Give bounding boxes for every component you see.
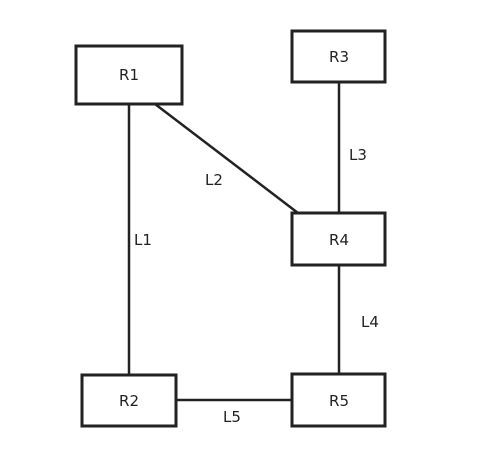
- node-label-r4: R4: [329, 231, 349, 249]
- link-label-l3: L3: [349, 146, 367, 164]
- node-r4: [290, 211, 387, 267]
- node-label-r5: R5: [329, 392, 349, 410]
- node-r1: [74, 44, 184, 106]
- node-label-r1: R1: [119, 66, 139, 84]
- link-label-l4: L4: [361, 313, 379, 331]
- node-r3: [290, 29, 387, 84]
- link-l2: [154, 103, 299, 214]
- node-label-r2: R2: [119, 392, 139, 410]
- node-r5: [290, 372, 387, 428]
- link-label-l1: L1: [134, 231, 152, 249]
- node-r2: [80, 373, 178, 428]
- link-label-l5: L5: [223, 408, 241, 426]
- node-label-r3: R3: [329, 48, 349, 66]
- link-label-l2: L2: [205, 171, 223, 189]
